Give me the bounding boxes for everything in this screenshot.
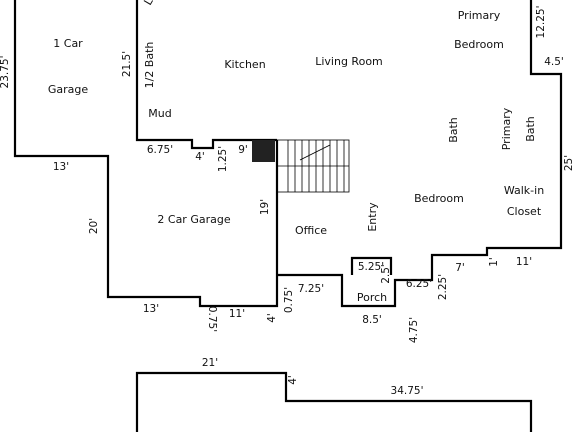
room-label: Primary bbox=[500, 107, 513, 150]
dimension-label: 0.75' bbox=[283, 287, 295, 313]
dimension-label: 0.75' bbox=[206, 306, 218, 332]
room-label: 1/2 Bath bbox=[143, 42, 156, 89]
room-label: Bath bbox=[524, 116, 537, 142]
lower-floor-walls bbox=[135, 371, 533, 432]
room-label: 1 Car bbox=[53, 37, 83, 50]
room-label: Closet bbox=[507, 205, 542, 218]
front-wall-left bbox=[277, 0, 563, 308]
room-label: Walk-in bbox=[504, 184, 544, 197]
dimension-labels: 23.75' 21.5' 12.25' 4.5' 13' 6.75' 4' 1.… bbox=[0, 6, 575, 397]
staircase bbox=[252, 139, 350, 193]
dimension-label: 4.75' bbox=[408, 317, 420, 343]
dimension-label: 23.75' bbox=[0, 56, 11, 89]
room-label: Porch bbox=[357, 291, 387, 304]
stair-block bbox=[252, 140, 275, 162]
stair-direction-arrow bbox=[299, 144, 331, 161]
room-label: Primary bbox=[458, 9, 501, 22]
room-label: Bedroom bbox=[454, 38, 504, 51]
dimension-label: 12.25' bbox=[535, 6, 547, 39]
dimension-label: 11' bbox=[516, 256, 532, 268]
dimension-label: 8.5' bbox=[362, 314, 382, 326]
dimension-label: 34.75' bbox=[391, 385, 424, 397]
room-label: Kitchen bbox=[224, 58, 265, 71]
dimension-label: 1.25' bbox=[217, 146, 229, 172]
dimension-label: 2.25' bbox=[437, 274, 449, 300]
dimension-label: 7' bbox=[455, 262, 465, 274]
dimension-label: 13' bbox=[53, 161, 69, 173]
dimension-label: 4' bbox=[266, 313, 278, 323]
room-label: Mud bbox=[148, 107, 171, 120]
room-labels: 1 Car Garage 1/2 Bath La Kitchen Living … bbox=[48, 0, 544, 304]
dimension-label: 6.75' bbox=[147, 144, 173, 156]
dimension-label: 2.5' bbox=[380, 264, 392, 284]
room-label: 2 Car Garage bbox=[157, 213, 230, 226]
main-floor-walls bbox=[13, 0, 563, 308]
room-label: La bbox=[141, 0, 159, 8]
dimension-label: 21.5' bbox=[121, 51, 133, 77]
dimension-label: 4.5' bbox=[544, 56, 564, 68]
room-label: Living Room bbox=[315, 55, 383, 68]
room-label: Bath bbox=[447, 117, 460, 143]
dimension-label: 9' bbox=[238, 144, 248, 156]
room-label: Entry bbox=[366, 202, 379, 232]
porch-wall bbox=[350, 256, 393, 275]
dimension-label: 21' bbox=[202, 357, 218, 369]
room-label: Garage bbox=[48, 83, 89, 96]
dimension-label: 1' bbox=[488, 257, 500, 267]
kitchen-back-wall bbox=[135, 0, 277, 150]
dimension-label: 6.25' bbox=[406, 278, 432, 290]
dimension-label: 4' bbox=[287, 375, 299, 385]
dimension-label: 7.25' bbox=[298, 283, 324, 295]
one-car-garage-wall bbox=[13, 0, 279, 308]
dimension-label: 19' bbox=[259, 199, 271, 215]
room-label: Office bbox=[295, 224, 327, 237]
dimension-label: 20' bbox=[88, 218, 100, 234]
dimension-label: 4' bbox=[195, 151, 205, 163]
room-label: Bedroom bbox=[414, 192, 464, 205]
lower-floor-outline bbox=[135, 371, 533, 432]
dimension-label: 13' bbox=[143, 303, 159, 315]
dimension-label: 5.25' bbox=[358, 261, 384, 273]
dimension-label: 25' bbox=[563, 155, 575, 171]
dimension-label: 11' bbox=[229, 308, 245, 320]
